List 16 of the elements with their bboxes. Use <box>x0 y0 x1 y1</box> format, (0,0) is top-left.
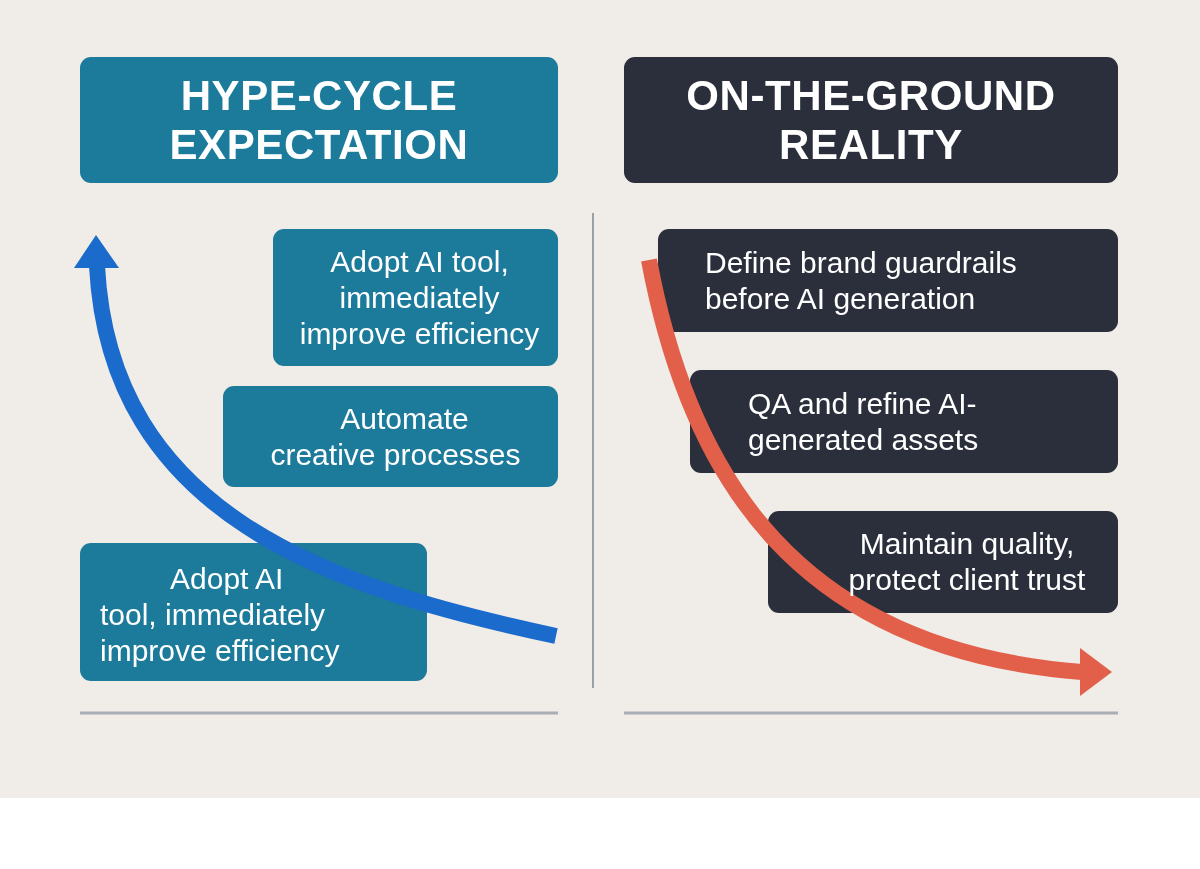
step-box <box>768 511 1118 613</box>
header-banner <box>80 57 558 183</box>
step-box <box>223 386 558 487</box>
header-text: HYPE-CYCLE EXPECTATION <box>168 71 470 169</box>
step-text: Define brand guardrails before AI generation <box>705 244 1018 317</box>
header-text: ON-THE-GROUND REALITY <box>685 71 1057 169</box>
step-text: QA and refine AI-generated assets <box>748 385 980 458</box>
step-text: Adopt AI tool, immediately improve efficiency <box>298 243 541 352</box>
step-box <box>690 370 1118 473</box>
step-text: Adopt AI tool, immediately improve efficiency <box>100 561 341 669</box>
step-box <box>658 229 1118 332</box>
header-banner <box>624 57 1118 183</box>
step-text: Maintain quality, protect client trust <box>847 526 1087 598</box>
step-box <box>80 543 427 681</box>
step-text: Automate creative processes <box>269 400 522 473</box>
step-box <box>273 229 558 366</box>
